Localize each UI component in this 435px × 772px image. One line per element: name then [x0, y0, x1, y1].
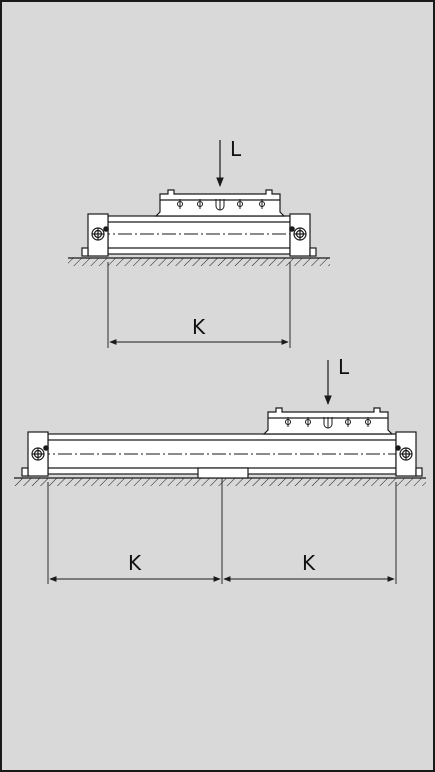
bottom-ground-hatch	[14, 478, 426, 486]
middle-support	[197, 467, 249, 479]
bottom-span-right-label: K	[302, 551, 316, 575]
bottom-load-label: L	[338, 355, 350, 379]
top-assembly	[68, 140, 330, 348]
top-span-label: K	[192, 315, 206, 339]
top-ground-hatch	[68, 258, 330, 266]
top-load-label: L	[230, 137, 242, 161]
bottom-span-left-label: K	[128, 551, 142, 575]
top-carriage-bolts	[177, 199, 265, 211]
bottom-carriage-bolts	[285, 417, 371, 429]
bottom-assembly	[14, 360, 426, 584]
